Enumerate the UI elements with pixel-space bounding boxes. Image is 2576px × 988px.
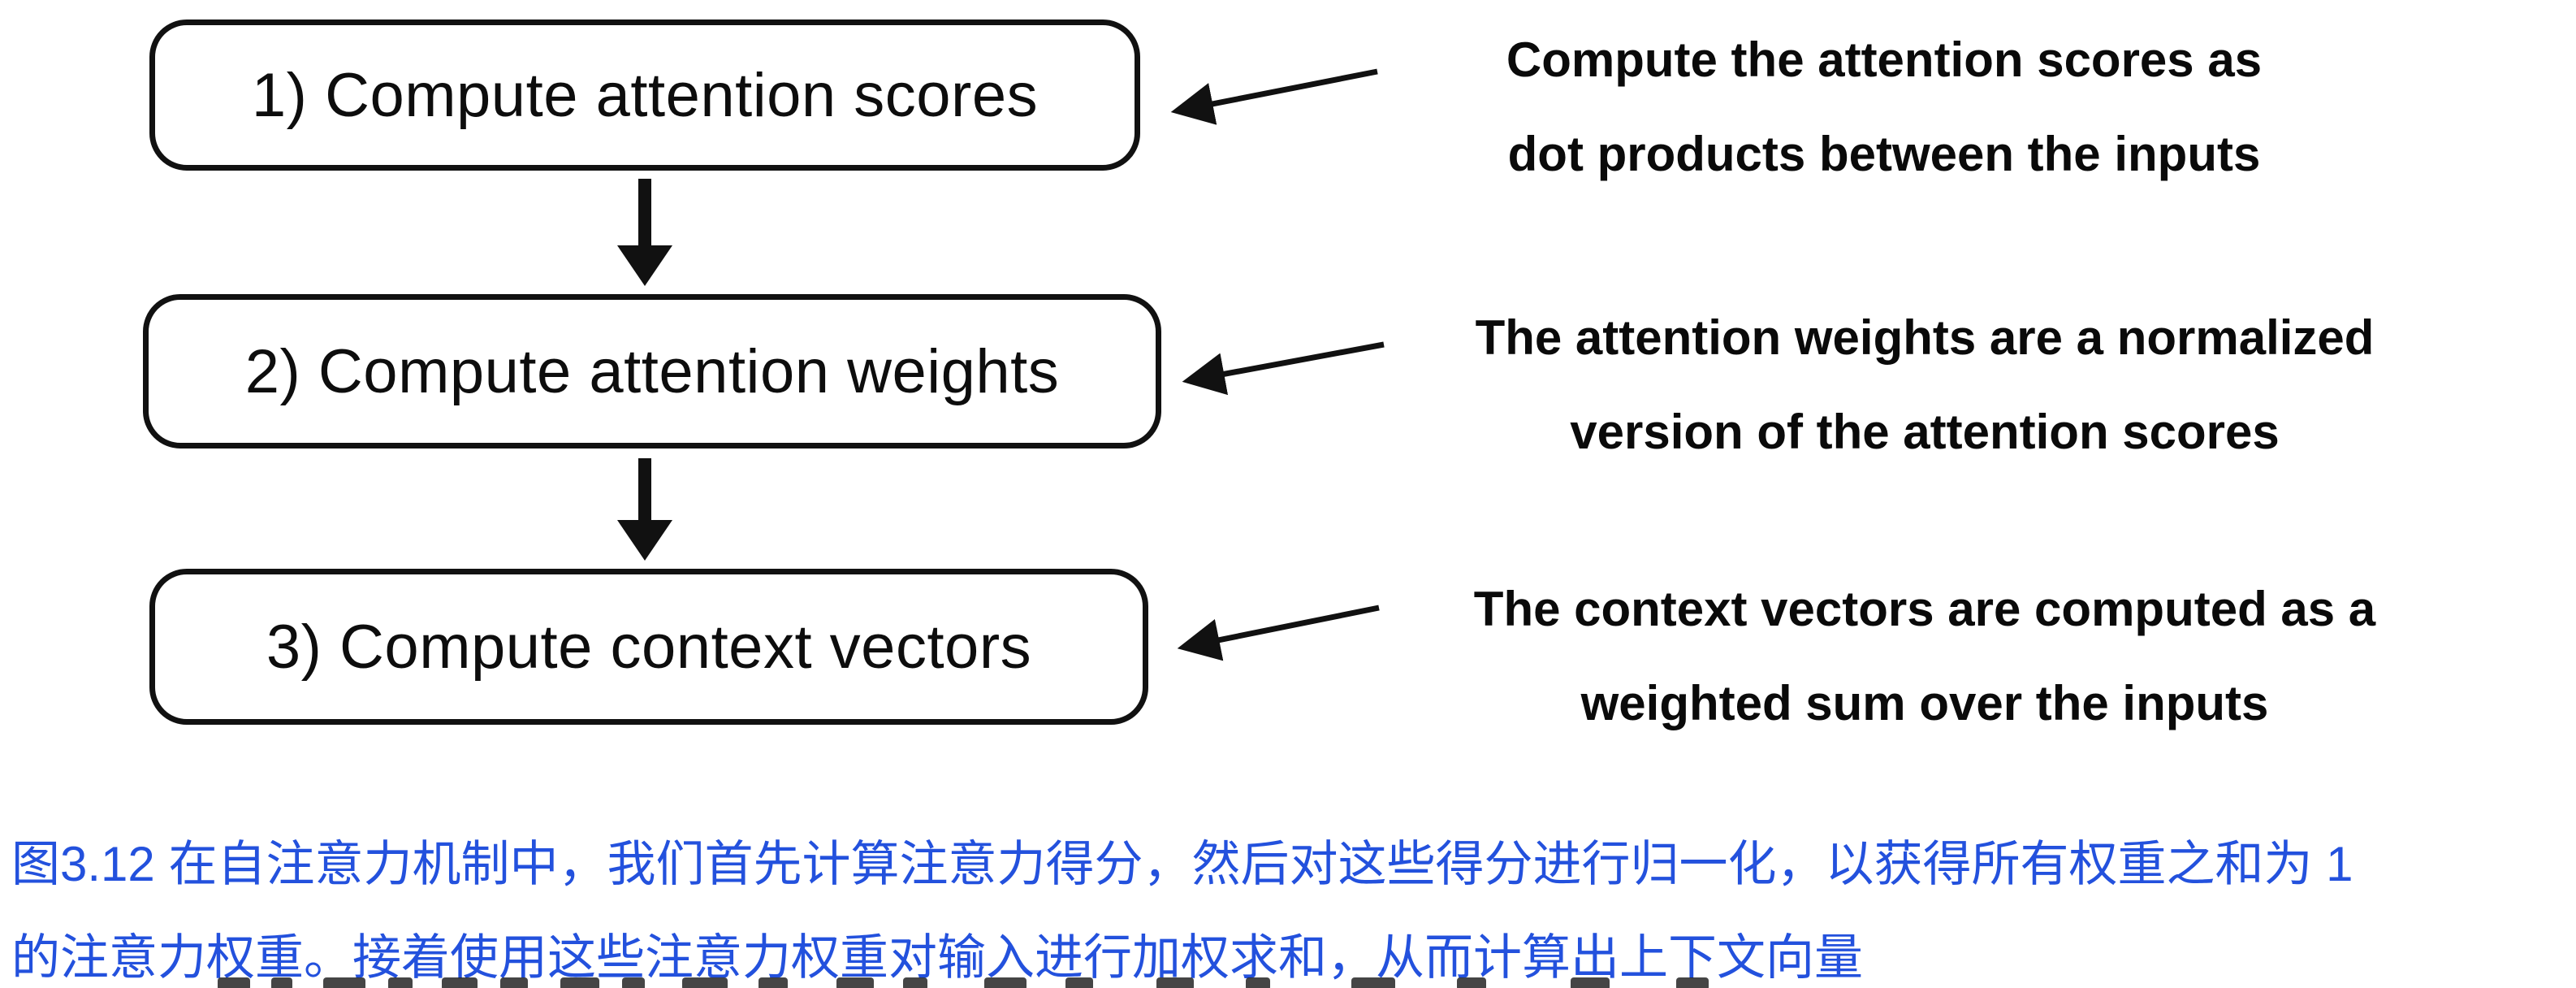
down-arrow-icon [617, 520, 672, 561]
step-box-3-label: 3) Compute context vectors [266, 612, 1032, 682]
step-box-1-label: 1) Compute attention scores [251, 60, 1039, 130]
down-arrow-icon [617, 245, 672, 286]
step-note-3-line1: The context vectors are computed as a [1473, 582, 2376, 636]
caption-line-2: 的注意力权重。接着使用这些注意力权重对输入进行加权求和，从而计算出上下文向量 [11, 930, 1863, 985]
step-box-1: 1) Compute attention scores [149, 20, 1140, 171]
left-arrow-icon [1170, 68, 1378, 125]
step-note-3-line2: weighted sum over the inputs [1580, 676, 2269, 730]
caption-line-1: 图3.12 在自注意力机制中，我们首先计算注意力得分，然后对这些得分进行归一化，… [11, 837, 2353, 891]
step-note-2-line2: version of the attention scores [1570, 405, 2280, 459]
step-note-1-line2: dot products between the inputs [1507, 127, 2261, 181]
step-box-2-label: 2) Compute attention weights [244, 336, 1060, 406]
left-arrow-icon [1177, 604, 1380, 661]
step-box-2: 2) Compute attention weights [143, 294, 1161, 448]
figure-caption: 图3.12 在自注意力机制中，我们首先计算注意力得分，然后对这些得分进行归一化，… [11, 817, 2570, 988]
left-arrow-icon [1182, 341, 1385, 396]
step-note-2-line1: The attention weights are a normalized [1475, 310, 2375, 365]
step-note-1-line1: Compute the attention scores as [1506, 32, 2263, 87]
step-note-2: The attention weights are a normalized v… [1397, 291, 2453, 479]
step-note-3: The context vectors are computed as a we… [1397, 562, 2453, 751]
cropped-text-remnants [0, 977, 2576, 988]
step-box-3: 3) Compute context vectors [149, 569, 1148, 725]
step-note-1: Compute the attention scores as dot prod… [1381, 13, 2388, 202]
